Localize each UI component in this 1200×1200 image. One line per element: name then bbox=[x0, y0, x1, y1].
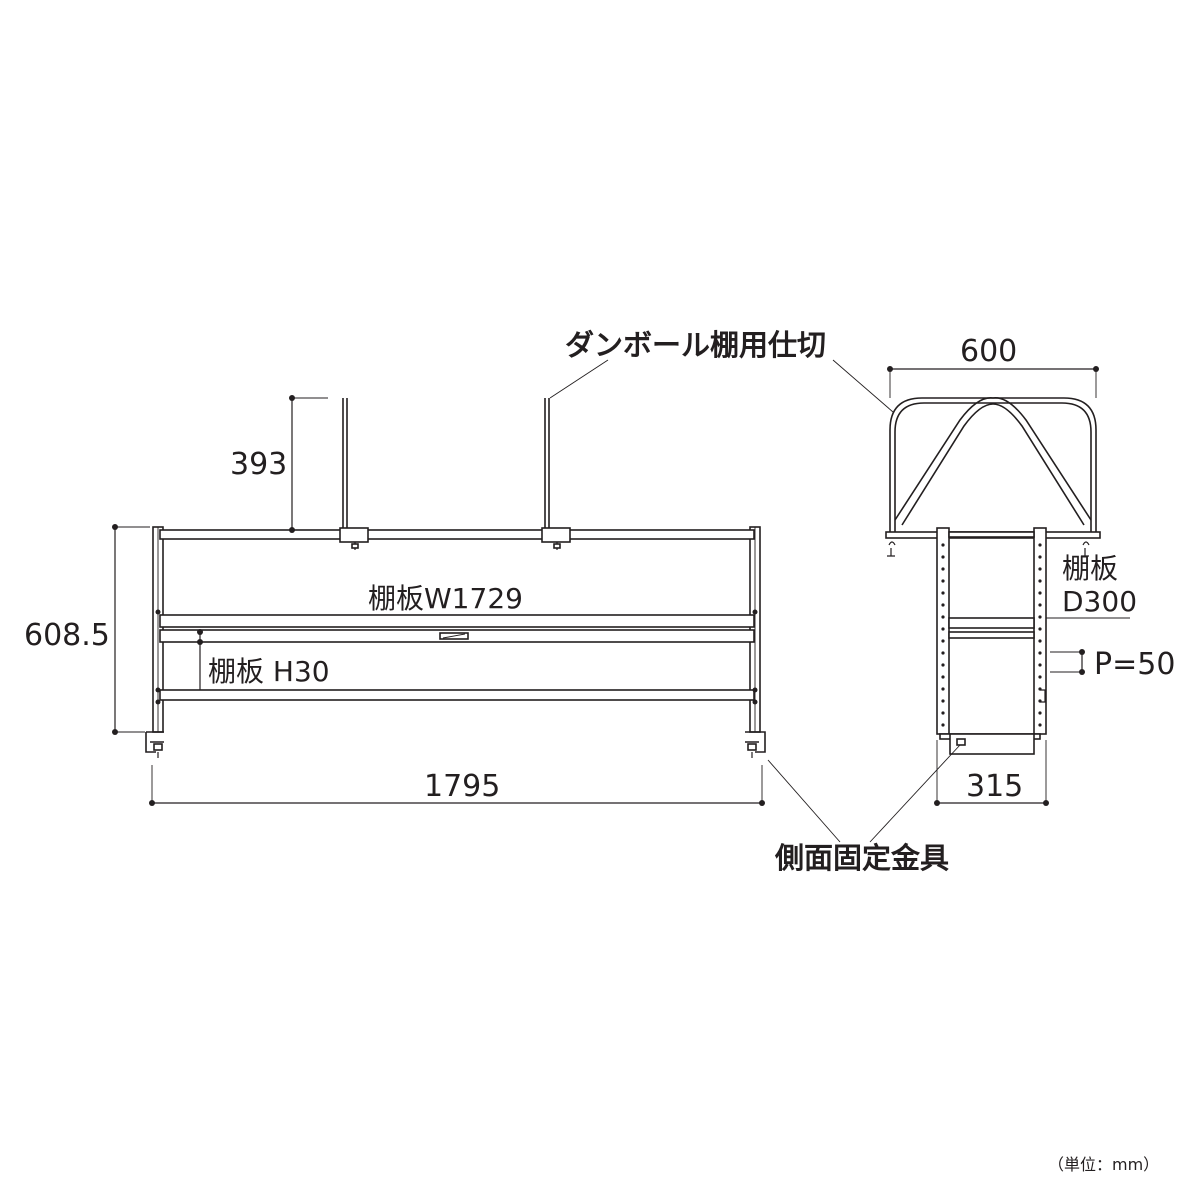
front-view: 393 608.5 1795 棚板W1729 棚板 H30 bbox=[24, 359, 766, 806]
dimension-total-height: 608.5 bbox=[24, 524, 150, 735]
shelf-depth-label-line1: 棚板 bbox=[1062, 552, 1118, 585]
upright-hole bbox=[941, 723, 945, 727]
upright-hole bbox=[1038, 663, 1042, 667]
upright-hole bbox=[1038, 675, 1042, 679]
upright-hole bbox=[1038, 603, 1042, 607]
dimension-total-width-label: 1795 bbox=[424, 769, 500, 804]
upright-hole bbox=[941, 543, 945, 547]
upright-hole bbox=[1038, 627, 1042, 631]
side-view: 600 315 棚板 D300 P=50 bbox=[885, 334, 1175, 806]
upright-hole bbox=[1038, 651, 1042, 655]
upright-hole bbox=[941, 675, 945, 679]
dimension-divider-width-label: 600 bbox=[960, 334, 1017, 369]
side-bracket-left bbox=[145, 731, 164, 758]
divider-side-leader-line bbox=[832, 359, 894, 413]
lower-rail bbox=[159, 689, 755, 701]
side-bracket-leader-right bbox=[869, 744, 961, 843]
dimension-divider-height: 393 bbox=[230, 395, 328, 533]
dimension-side-depth-label: 315 bbox=[966, 769, 1023, 804]
upright-hole bbox=[1038, 555, 1042, 559]
shelf-board-front bbox=[159, 614, 755, 643]
side-bracket-bottom bbox=[949, 689, 1046, 755]
dimension-divider-width: 600 bbox=[887, 334, 1099, 398]
shelf-width-label: 棚板W1729 bbox=[368, 582, 523, 615]
upright-hole bbox=[941, 627, 945, 631]
divider-leader-line bbox=[549, 359, 609, 399]
upright-hole bbox=[941, 555, 945, 559]
upright-hole bbox=[941, 639, 945, 643]
side-bracket-label: 側面固定金具 bbox=[774, 841, 949, 875]
side-uprights bbox=[936, 527, 1047, 740]
pitch-label: P=50 bbox=[1094, 647, 1175, 682]
upright-hole bbox=[941, 651, 945, 655]
upright-hole bbox=[1038, 543, 1042, 547]
divider-right bbox=[541, 398, 571, 550]
pitch-callout: P=50 bbox=[1050, 647, 1175, 682]
shelf-height-label: 棚板 H30 bbox=[208, 655, 330, 688]
post-bolts bbox=[155, 609, 758, 705]
side-bracket-leader-left bbox=[767, 759, 841, 843]
shelf-depth-callout: 棚板 D300 bbox=[1046, 552, 1137, 619]
dimension-total-width: 1795 bbox=[149, 765, 765, 806]
side-bracket-right bbox=[745, 731, 766, 758]
divider-label: ダンボール棚用仕切 bbox=[565, 328, 826, 362]
upright-hole bbox=[941, 615, 945, 619]
dimension-total-height-label: 608.5 bbox=[24, 618, 110, 653]
upright-hole bbox=[941, 687, 945, 691]
upright-hole bbox=[941, 591, 945, 595]
unit-label: （単位：mm） bbox=[1048, 1155, 1159, 1174]
shelf-depth-label-line2: D300 bbox=[1062, 585, 1137, 618]
upright-hole bbox=[1038, 579, 1042, 583]
upright-hole bbox=[1038, 567, 1042, 571]
upright-hole bbox=[941, 603, 945, 607]
upright-holes bbox=[941, 543, 1042, 727]
upright-hole bbox=[941, 699, 945, 703]
upright-hole bbox=[941, 711, 945, 715]
upright-hole bbox=[1038, 639, 1042, 643]
upright-hole bbox=[941, 579, 945, 583]
upright-hole bbox=[1038, 615, 1042, 619]
upright-hole bbox=[1038, 591, 1042, 595]
dimension-shelf-height: 棚板 H30 bbox=[197, 629, 330, 690]
upright-hole bbox=[941, 567, 945, 571]
dimension-divider-height-label: 393 bbox=[230, 447, 287, 482]
divider-left bbox=[339, 398, 369, 550]
upright-hole bbox=[1038, 723, 1042, 727]
upright-hole bbox=[941, 663, 945, 667]
dimension-side-depth: 315 bbox=[934, 740, 1049, 806]
upright-hole bbox=[1038, 711, 1042, 715]
top-rail bbox=[159, 529, 755, 540]
